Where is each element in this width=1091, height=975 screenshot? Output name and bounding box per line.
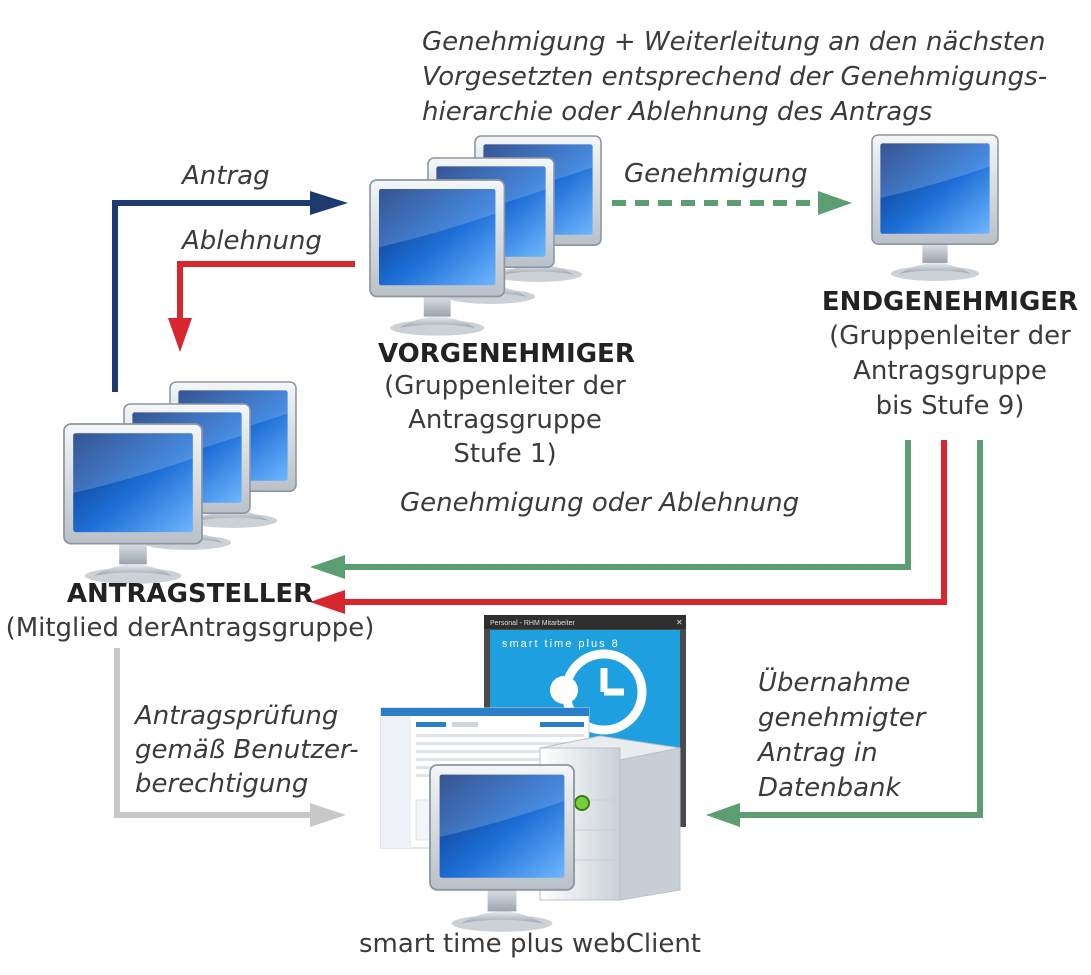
antragsteller-title: ANTRAGSTELLER [66,579,314,609]
webclient-illustration: Personal - RHM Mitarbeiter ✕ smart time … [380,615,686,933]
label-antrag: Antrag [182,161,270,191]
genehmigung-arrowhead [818,191,852,215]
endgenehmiger-subtitle-3: bis Stufe 9) [875,391,1025,421]
webclient-monitor-icon [429,764,575,933]
genehmigung-oder-ablehnung-green-arrowhead [310,555,345,579]
webclient-title: smart time plus webClient [358,929,701,959]
app-window-title: Personal - RHM Mitarbeiter [490,620,575,627]
endgenehmiger-subtitle-2: Antragsgruppe [853,356,1047,386]
vorgenehmiger-title: VORGENEHMIGER [378,339,635,369]
vorgenehmiger-subtitle-3: Stufe 1) [453,439,557,469]
label-pruefung-2: gemäß Benutzer- [135,735,359,765]
label-pruefung-3: berechtigung [135,769,309,799]
label-genehmigung-oder-ablehnung: Genehmigung oder Ablehnung [400,488,800,518]
label-ablehnung: Ablehnung [182,226,322,256]
top-note-line-2: Vorgesetzten entsprechend der Genehmigun… [422,62,1048,92]
label-uebernahme-1: Übernahme [758,668,911,698]
app-window-close-icon: ✕ [676,618,683,627]
uebernahme-arrow-line [740,440,983,818]
endgenehmiger-monitor-icon [871,134,999,282]
endgenehmiger-title: ENDGENEHMIGER [821,287,1079,317]
vorgenehmiger-monitors-icon [369,135,602,337]
label-uebernahme-3: Antrag in [758,738,878,768]
label-uebernahme-4: Datenbank [758,773,901,803]
antrag-arrow-line [112,200,310,392]
antrag-arrowhead [310,191,348,215]
genehmigung-oder-ablehnung-red-arrowhead [310,590,345,614]
genehmigung-oder-ablehnung-red-line [345,440,947,605]
pruefung-arrow-line [114,648,310,818]
app-brand: smart time plus 8 [502,638,620,650]
endgenehmiger-subtitle-1: (Gruppenleiter der [829,321,1071,351]
label-genehmigung: Genehmigung [624,159,808,189]
label-uebernahme-2: genehmigter [758,703,926,733]
vorgenehmiger-subtitle-1: (Gruppenleiter der [384,371,626,401]
uebernahme-arrowhead [706,803,740,827]
top-note-line-1: Genehmigung + Weiterleitung an den nächs… [422,27,1046,57]
ablehnung-arrow-line [177,261,355,318]
antragsteller-subtitle: (Mitglied derAntragsgruppe) [5,613,375,643]
antragsteller-monitors-icon [63,381,297,585]
ablehnung-arrowhead [168,318,192,352]
label-pruefung-1: Antragsprüfung [135,701,339,731]
top-note-line-3: hierarchie oder Ablehnung des Antrags [422,97,933,127]
genehmigung-oder-ablehnung-green-line [345,440,911,570]
vorgenehmiger-subtitle-2: Antragsgruppe [408,405,602,435]
pruefung-arrowhead [310,803,346,827]
